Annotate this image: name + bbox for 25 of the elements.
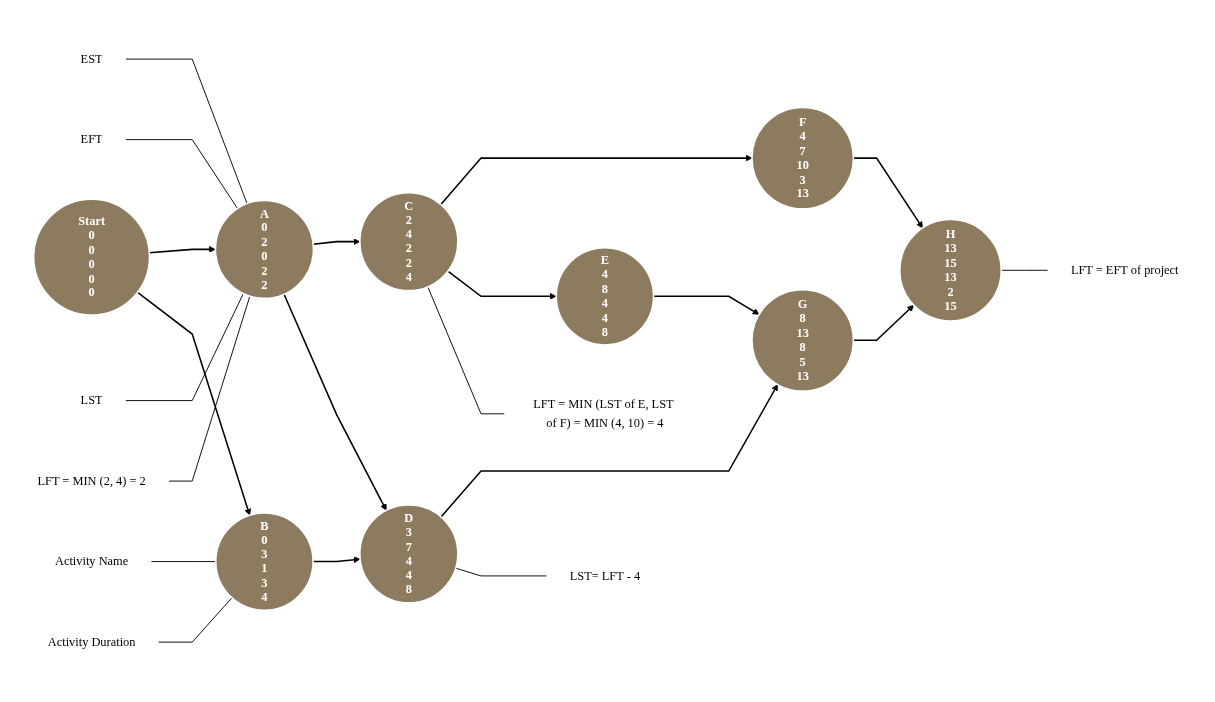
connector <box>124 139 238 210</box>
arrow <box>852 305 914 342</box>
node-circle: D 3 7 4 4 8 <box>358 504 459 604</box>
arrow <box>852 157 923 229</box>
connector <box>1000 270 1048 272</box>
node-circle: H 13 15 13 2 15 <box>898 219 1002 323</box>
arrow <box>148 246 216 254</box>
arrow <box>282 293 387 512</box>
arrow <box>439 155 752 206</box>
node-circle: G 8 13 8 5 13 <box>750 289 854 393</box>
connector <box>124 59 247 205</box>
connector <box>168 296 250 482</box>
node-circle: Start 0 0 0 0 0 <box>32 198 150 317</box>
connector <box>454 568 547 577</box>
node-circle: C 2 4 2 2 4 <box>358 192 459 292</box>
node-circle: F 4 7 10 3 13 <box>750 107 854 210</box>
arrow <box>136 291 251 516</box>
connector <box>150 561 216 563</box>
arrow <box>439 384 778 519</box>
connector <box>426 286 505 415</box>
node-circle: E 4 8 4 4 8 <box>555 247 654 347</box>
node-circle: B 0 3 1 3 4 <box>214 512 314 612</box>
connector <box>157 597 232 643</box>
node-circle: A 0 2 0 2 2 <box>214 200 314 300</box>
connector <box>124 293 244 402</box>
